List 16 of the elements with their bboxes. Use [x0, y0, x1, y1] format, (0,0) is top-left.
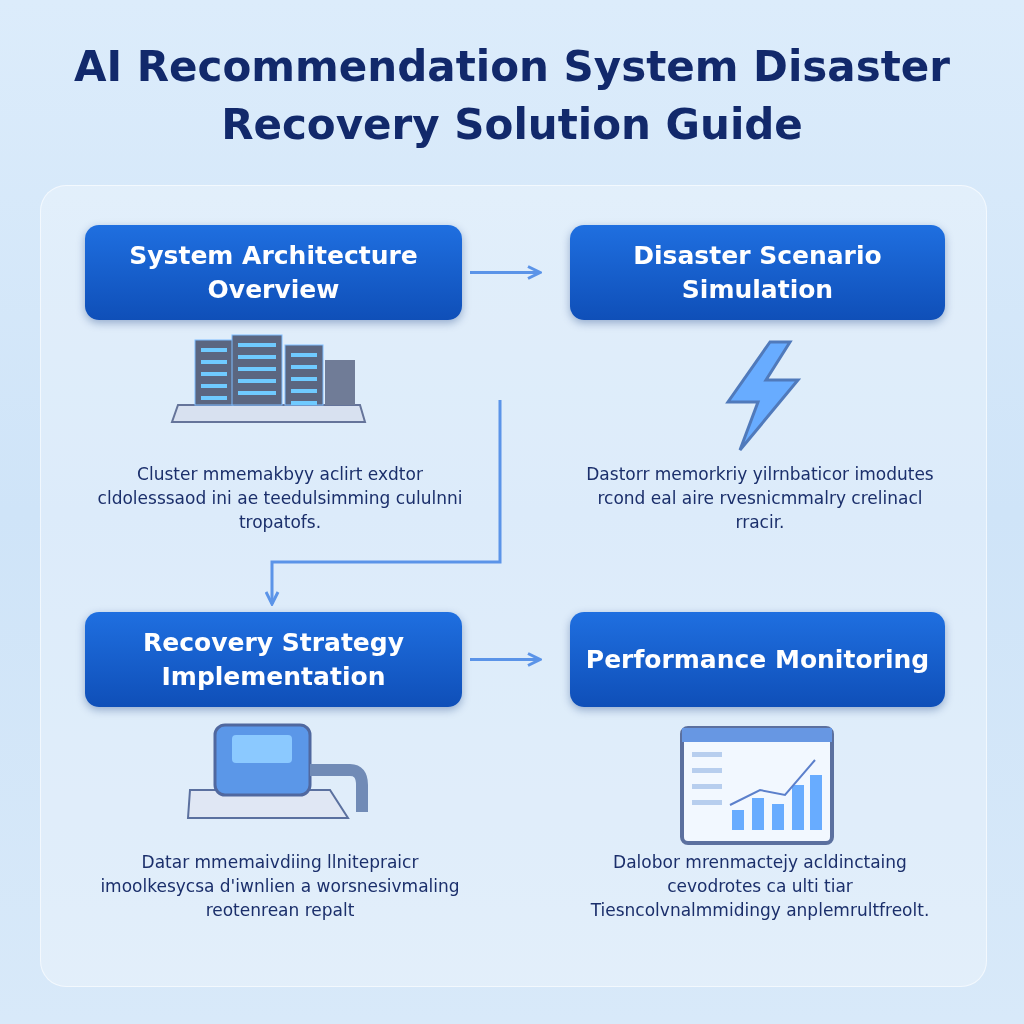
- title: AI Recommendation System Disaster Recovery Solution Guide: [73, 41, 951, 151]
- arrow: [264, 400, 502, 606]
- step-box: [570, 225, 945, 320]
- step-title: Disaster Scenario Simulation: [632, 239, 883, 306]
- step-title: Performance Monitoring: [585, 643, 930, 676]
- description-text: Cluster mmemakbyy aclirt exdtor cldolesssaod ini ae teedulsimming cululnni tropatofs.: [96, 463, 464, 534]
- description-text: Dastorr memorkriy yilrnbaticor imodutes rcond eal aire rvesnicmmalry crelinacl rracir.: [585, 463, 935, 534]
- arrow: [470, 265, 542, 280]
- step-title: Recovery Strategy Implementation: [141, 626, 405, 693]
- step-title: System Architecture Overview: [128, 239, 419, 306]
- step-box: [85, 225, 462, 320]
- step-box: [570, 612, 945, 707]
- description-text: Datar mmemaivdiing llnitepraicr imoolkesycsa d'iwnlien a worsnesivmaling reotenrean repalt: [99, 851, 461, 922]
- description-text: Dalobor mrenmactejy acldinctaing cevodrotes ca ulti tiar Tiesncolvnalmmidingy anplemrultfreolt.: [589, 851, 931, 922]
- arrow: [470, 652, 542, 667]
- step-box: [85, 612, 462, 707]
